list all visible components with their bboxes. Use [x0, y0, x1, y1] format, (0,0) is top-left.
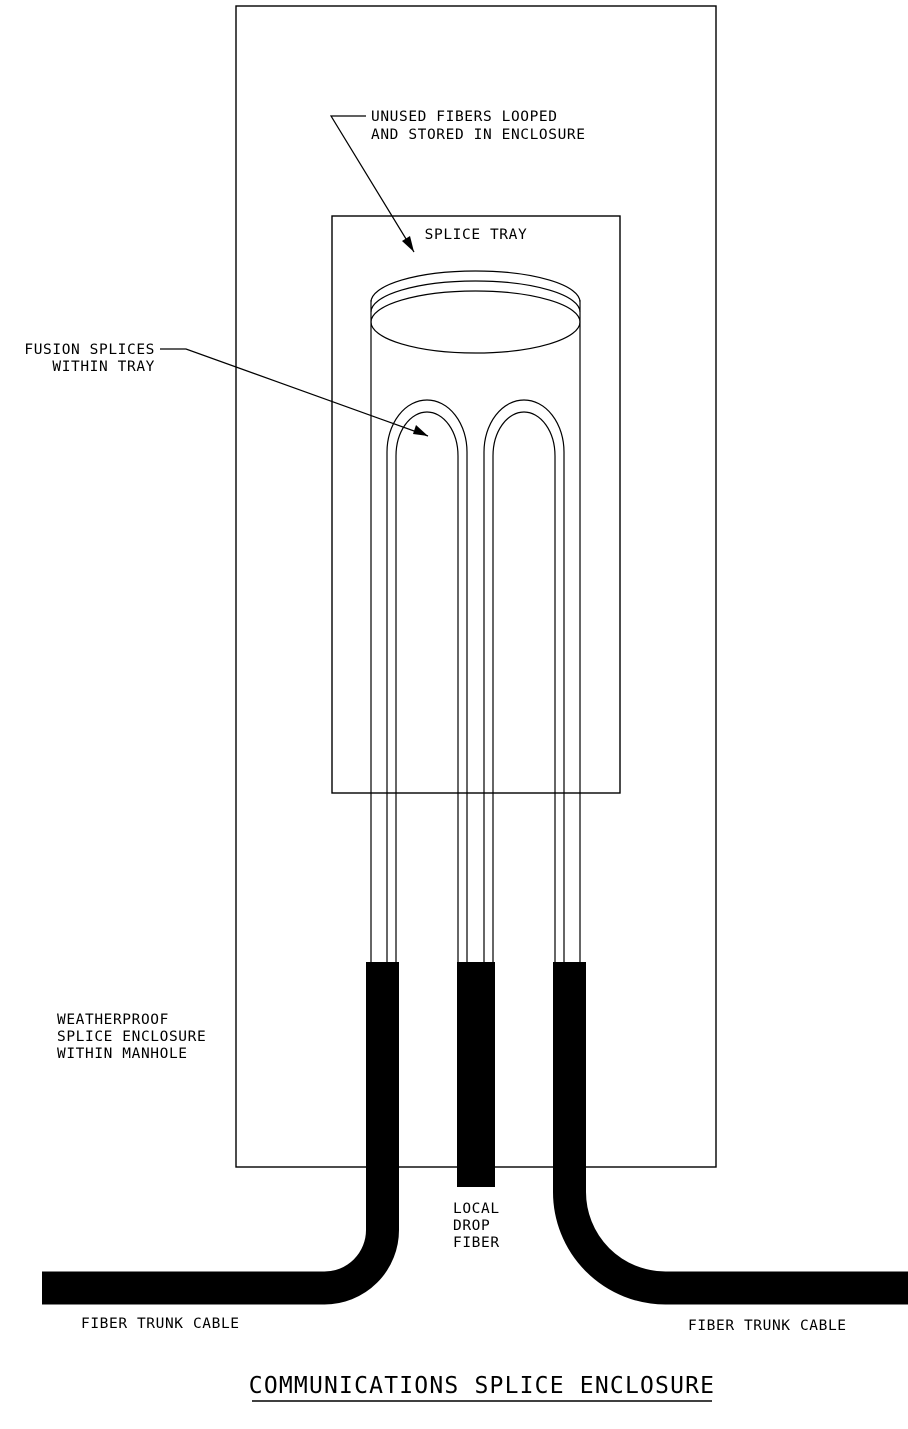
- fiber-loop-left: [386, 399, 468, 962]
- label-trunk-right: FIBER TRUNK CABLE: [688, 1318, 847, 1334]
- label-local-drop-1: LOCAL: [453, 1201, 500, 1217]
- label-fusion-splices-1: FUSION SPLICES: [24, 342, 155, 358]
- label-fusion-splices-2: WITHIN TRAY: [52, 359, 155, 375]
- fiber-loop-right: [483, 399, 565, 962]
- diagram-title: COMMUNICATIONS SPLICE ENCLOSURE: [249, 1373, 715, 1399]
- label-local-drop-3: FIBER: [453, 1235, 500, 1251]
- label-local-drop-2: DROP: [453, 1218, 490, 1234]
- leader-fusion-splices: [160, 348, 429, 437]
- label-unused-fibers-2: AND STORED IN ENCLOSURE: [371, 127, 586, 143]
- local-drop-fiber-cable: [457, 962, 495, 1187]
- label-enclosure-3: WITHIN MANHOLE: [57, 1046, 188, 1062]
- label-enclosure-2: SPLICE ENCLOSURE: [57, 1029, 206, 1045]
- fiber-storage-coil: [370, 270, 581, 962]
- label-unused-fibers-1: UNUSED FIBERS LOOPED: [371, 109, 558, 125]
- fiber-trunk-cable-right: [553, 962, 908, 1305]
- leader-unused-fibers: [329, 115, 415, 253]
- label-enclosure-1: WEATHERPROOF: [57, 1012, 169, 1028]
- label-splice-tray: SPLICE TRAY: [425, 227, 528, 243]
- label-trunk-left: FIBER TRUNK CABLE: [81, 1316, 240, 1332]
- fiber-trunk-cable-left: [42, 962, 399, 1305]
- splice-tray-outline: [331, 215, 621, 794]
